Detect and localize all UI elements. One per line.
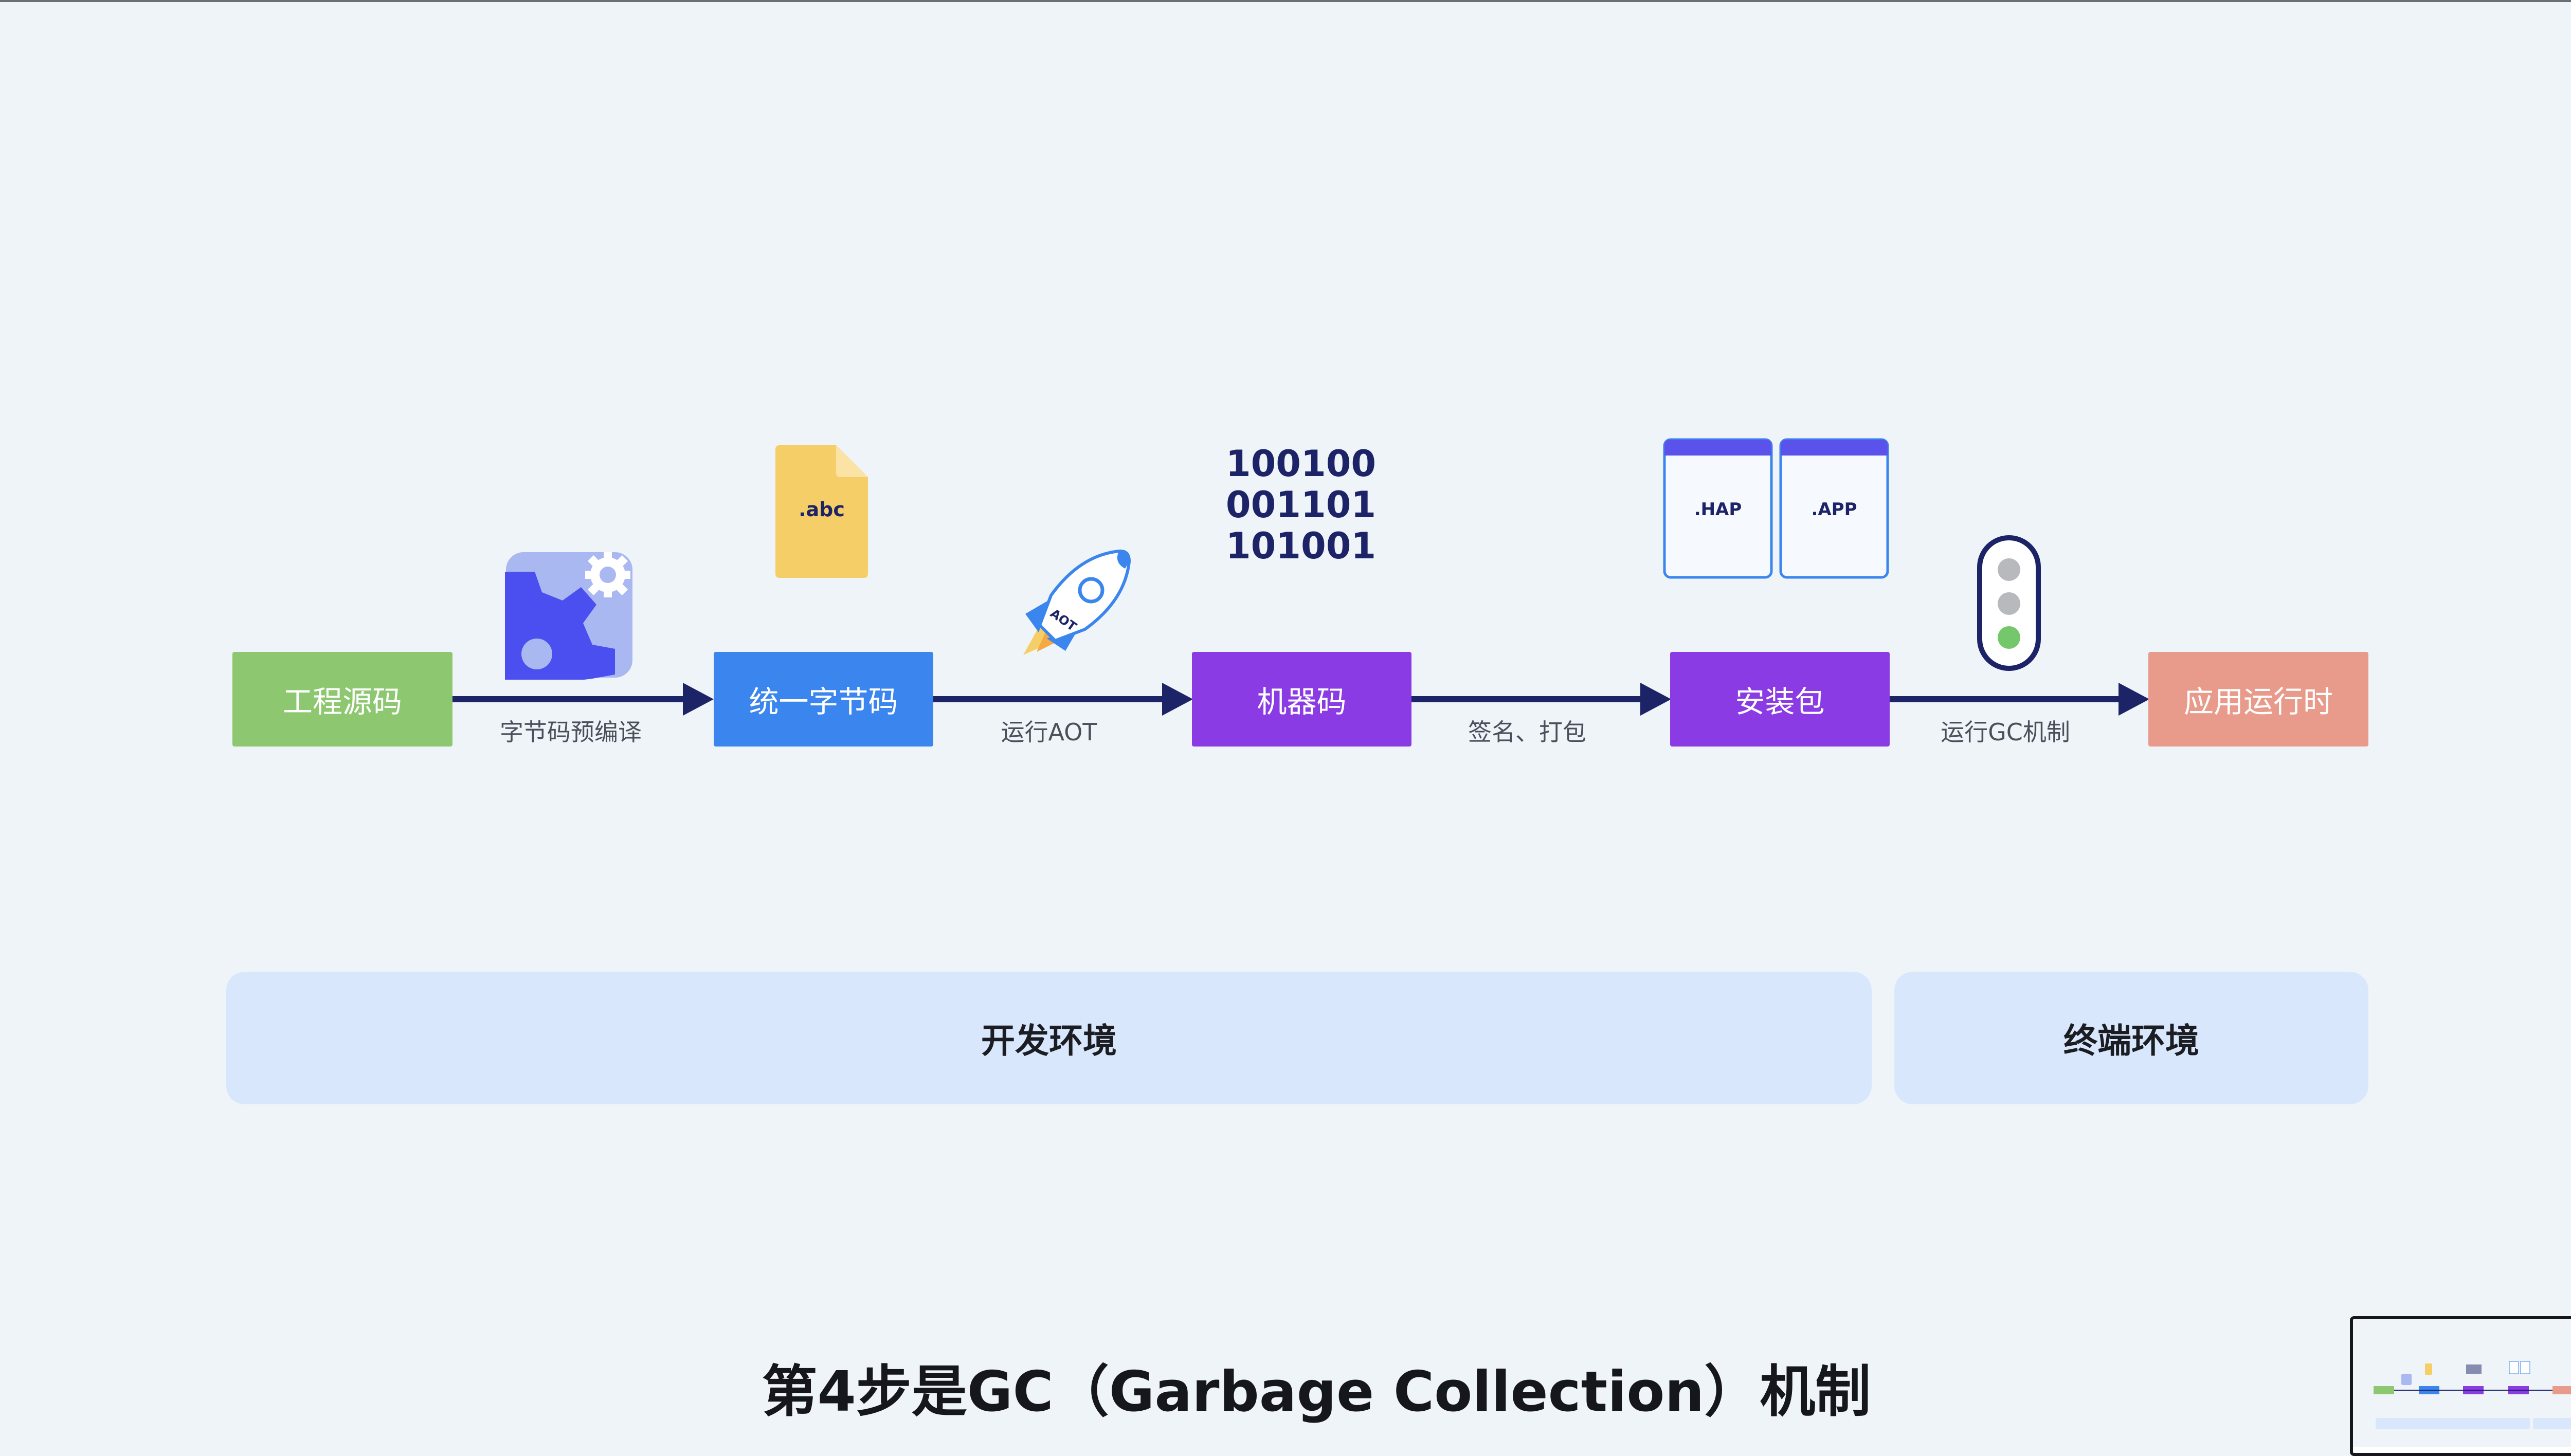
stage-machine-code: 机器码: [1192, 652, 1411, 747]
arrowhead-aot: [1162, 683, 1193, 716]
edge-label-aot: 运行AOT: [1001, 718, 1097, 746]
rocket-icon: AOT: [1023, 549, 1131, 655]
env-dev: 开发环境: [226, 972, 1872, 1104]
traffic-light-icon: [1977, 535, 2041, 671]
stage-bytecode: 统一字节码: [714, 652, 933, 747]
binary-line: 001101: [1225, 484, 1377, 526]
edge-label-compile: 字节码预编译: [500, 718, 642, 746]
gear-icon: [505, 552, 632, 680]
file-icon: .abc: [775, 445, 868, 578]
thumbnail-preview: [2353, 1319, 2571, 1447]
arrowhead-gc: [2119, 683, 2149, 716]
subtitle-caption: 第4步是GC（Garbage Collection）机制: [762, 1360, 1871, 1424]
app-label: .APP: [1811, 499, 1857, 520]
hap-label: .HAP: [1694, 499, 1742, 520]
abc-file-label: .abc: [799, 498, 845, 521]
top-border: [0, 0, 2571, 2]
edge-label-sign: 签名、打包: [1468, 718, 1586, 746]
slide-thumbnail[interactable]: [2350, 1316, 2571, 1456]
arrowhead-compile: [683, 683, 714, 716]
edge-label-gc: 运行GC机制: [1941, 718, 2070, 746]
stage-install-package: 安装包: [1670, 652, 1890, 747]
stage-source-code: 工程源码: [232, 652, 452, 747]
binary-line: 100100: [1225, 443, 1377, 485]
hap-window-icon: .HAP: [1663, 438, 1773, 579]
app-window-icon: .APP: [1779, 438, 1889, 579]
env-terminal: 终端环境: [1894, 972, 2368, 1104]
binary-line: 101001: [1225, 525, 1377, 567]
stage-app-runtime: 应用运行时: [2148, 652, 2368, 747]
arrowhead-sign: [1640, 683, 1671, 716]
binary-code: 100100 001101 101001: [1198, 443, 1404, 567]
